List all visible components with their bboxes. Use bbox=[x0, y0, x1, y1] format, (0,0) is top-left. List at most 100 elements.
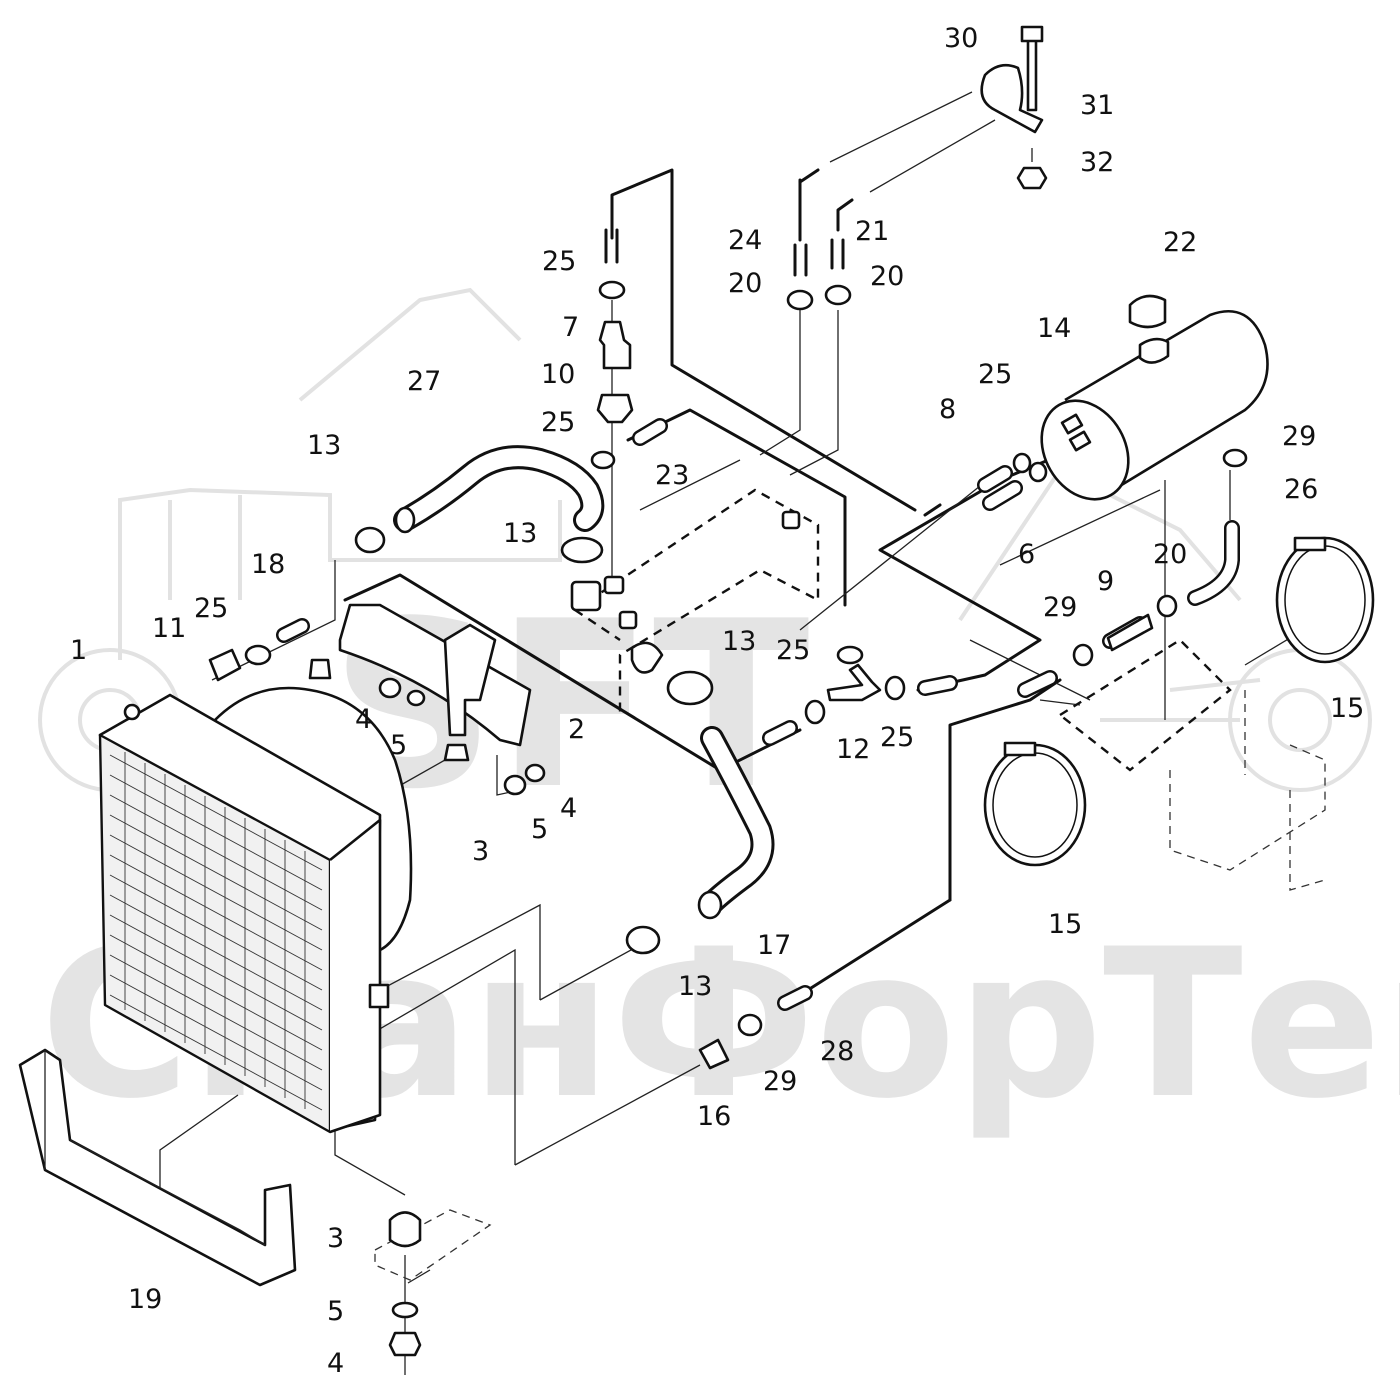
washer-5-a bbox=[406, 689, 426, 707]
pipe-top-left bbox=[604, 228, 619, 264]
guard-leader bbox=[159, 1094, 239, 1195]
clamp-13-leaders bbox=[379, 903, 641, 1001]
pipe-line-h bbox=[948, 678, 1062, 902]
tube-leaders bbox=[759, 310, 839, 476]
radiator-outlet bbox=[368, 983, 390, 1009]
fitting-11 bbox=[208, 648, 242, 682]
callout-2: 2 bbox=[568, 714, 585, 745]
callout-13-d: 13 bbox=[678, 971, 712, 1002]
radiator-core-grid bbox=[109, 752, 323, 1111]
tank-port-a bbox=[1060, 413, 1084, 435]
callout-4-b: 4 bbox=[560, 793, 577, 824]
callout-25-e: 25 bbox=[880, 722, 914, 753]
strap-15-lower bbox=[983, 743, 1087, 867]
washer-5-b bbox=[503, 774, 527, 796]
pipe-line-i bbox=[798, 898, 952, 997]
engine-stub bbox=[781, 510, 801, 530]
pipe-line-a bbox=[610, 168, 917, 512]
strap-15-lower-buckle bbox=[1003, 741, 1037, 757]
pipes-24-21 bbox=[793, 238, 845, 277]
clip-assembly bbox=[980, 25, 1048, 190]
tee-12 bbox=[826, 663, 882, 702]
mount-plate-ref bbox=[374, 1209, 492, 1281]
guard-body bbox=[18, 1048, 297, 1287]
pipe-line-f bbox=[923, 503, 942, 517]
callout-16: 16 bbox=[697, 1101, 731, 1132]
radiator-tank bbox=[329, 818, 382, 1134]
clamp-13-c bbox=[666, 670, 714, 706]
bracket-arm bbox=[443, 623, 497, 737]
engine-frame-ref bbox=[574, 488, 820, 715]
callout-9: 9 bbox=[1097, 566, 1114, 597]
nut-4-a bbox=[378, 677, 402, 699]
hose-leader bbox=[639, 459, 741, 511]
callout-29-c: 29 bbox=[763, 1066, 797, 1097]
reference-frames bbox=[374, 488, 1326, 1281]
callout-19: 19 bbox=[128, 1284, 162, 1315]
hose-6-leader bbox=[999, 489, 1161, 566]
callout-28: 28 bbox=[820, 1036, 854, 1067]
callout-12: 12 bbox=[836, 734, 870, 765]
guard bbox=[18, 1048, 297, 1287]
callout-13-a: 13 bbox=[307, 430, 341, 461]
nut-4-lower bbox=[388, 1331, 422, 1357]
fitting-16-leaders bbox=[377, 948, 701, 1166]
tank-port-b bbox=[1068, 430, 1092, 452]
callout-15-b: 15 bbox=[1048, 909, 1082, 940]
hose-adapter bbox=[570, 580, 602, 612]
callout-23: 23 bbox=[655, 460, 689, 491]
callout-8: 8 bbox=[939, 394, 956, 425]
tank-support-ref bbox=[1169, 744, 1326, 871]
callout-26: 26 bbox=[1284, 474, 1318, 505]
callout-3-b: 3 bbox=[327, 1223, 344, 1254]
clamp-25-c bbox=[244, 644, 272, 666]
callout-20-c: 20 bbox=[1153, 539, 1187, 570]
callout-25-c: 25 bbox=[194, 593, 228, 624]
callout-4-a: 4 bbox=[355, 704, 372, 735]
strap-15-upper bbox=[1275, 536, 1375, 664]
callout-29-b: 29 bbox=[1043, 592, 1077, 623]
clamp-29-b bbox=[1072, 643, 1094, 667]
mount-lower-tie bbox=[407, 1269, 431, 1284]
pipe-line-d bbox=[836, 198, 854, 232]
callout-31: 31 bbox=[1080, 90, 1114, 121]
callout-25-a: 25 bbox=[542, 246, 576, 277]
clamp-29-a bbox=[1222, 448, 1248, 468]
callout-20-a: 20 bbox=[728, 268, 762, 299]
clamp-25-e bbox=[804, 699, 826, 725]
callout-3-a: 3 bbox=[472, 836, 489, 867]
callout-13-c: 13 bbox=[722, 626, 756, 657]
clamp-13-d bbox=[625, 925, 661, 955]
callout-25-f: 25 bbox=[978, 359, 1012, 390]
callout-20-b: 20 bbox=[870, 261, 904, 292]
callout-15-a: 15 bbox=[1330, 693, 1364, 724]
callout-30: 30 bbox=[944, 23, 978, 54]
callout-11: 11 bbox=[152, 613, 186, 644]
hose-adapter-b bbox=[603, 575, 625, 595]
clamp-25-g bbox=[1012, 452, 1032, 474]
fitting-16 bbox=[698, 1038, 730, 1070]
expansion-tank bbox=[1040, 294, 1269, 501]
callout-5-c: 5 bbox=[327, 1296, 344, 1327]
upper-hose-27-end bbox=[394, 506, 416, 534]
tank-support-ref-b bbox=[1244, 690, 1326, 891]
nut-32 bbox=[1016, 166, 1048, 190]
hose-stub bbox=[630, 641, 664, 674]
lower-hose-17-end bbox=[697, 890, 723, 920]
pipe-line-g bbox=[343, 573, 802, 772]
clamp-25-h bbox=[1028, 461, 1048, 483]
callout-5-a: 5 bbox=[390, 730, 407, 761]
pipe-line-c bbox=[798, 168, 820, 242]
clamp-25-b bbox=[590, 450, 616, 470]
callout-27: 27 bbox=[407, 366, 441, 397]
bracket bbox=[338, 603, 532, 747]
callout-6: 6 bbox=[1018, 539, 1035, 570]
tank-bracket-ref bbox=[1057, 638, 1232, 772]
clamp-20-a bbox=[786, 289, 814, 311]
hose-adapter-c bbox=[618, 610, 638, 630]
callout-7: 7 bbox=[562, 312, 579, 343]
tank-neck bbox=[1138, 337, 1170, 364]
callout-21: 21 bbox=[855, 216, 889, 247]
